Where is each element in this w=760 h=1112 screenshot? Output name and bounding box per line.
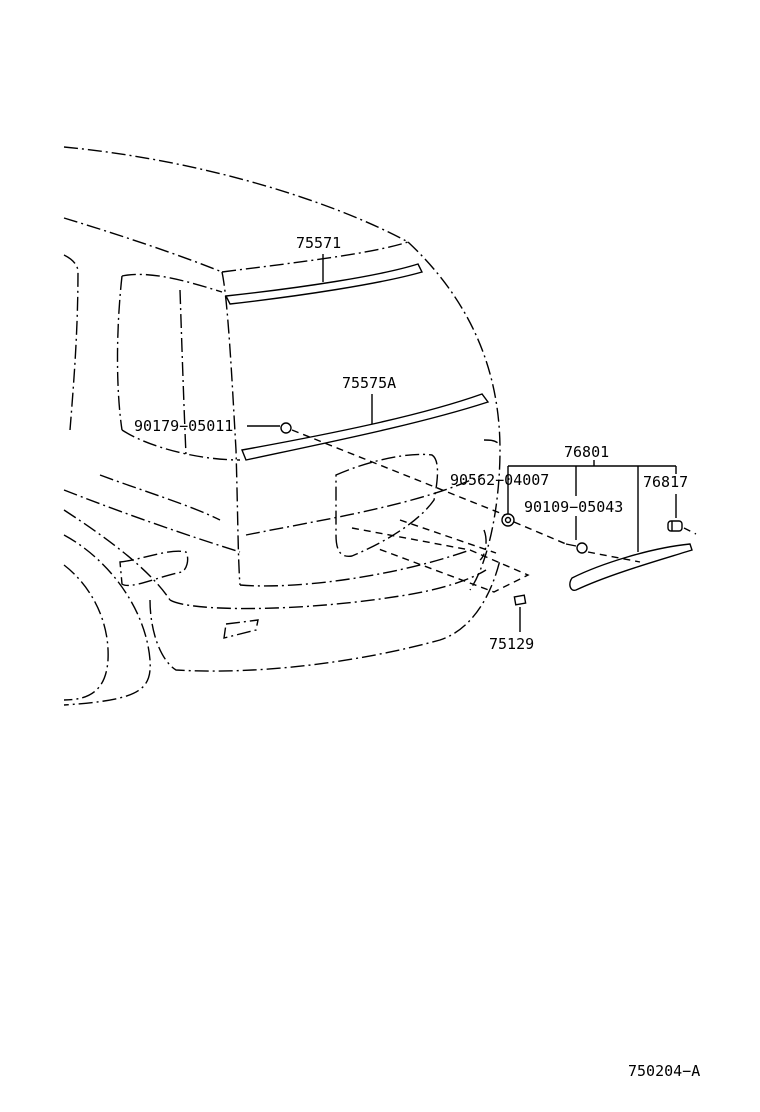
part-90109-05043-screw[interactable] (565, 542, 588, 554)
label-75129: 75129 (489, 635, 534, 653)
part-75129-pad[interactable] (513, 594, 527, 606)
part-90562-04007-grommet[interactable] (501, 513, 515, 527)
label-90179-05011: 90179−05011 (134, 417, 233, 435)
part-75575a-moulding[interactable] (241, 393, 490, 461)
part-76801-garnish[interactable] (569, 543, 693, 591)
leader-90179-05011 (247, 425, 506, 516)
label-76801: 76801 (564, 443, 609, 461)
vehicle-body (63, 146, 501, 706)
leader-76817 (675, 494, 697, 535)
label-75575a: 75575A (342, 374, 396, 392)
label-76817: 76817 (643, 473, 688, 491)
figure-code: 750204−A (628, 1062, 700, 1080)
label-75571: 75571 (296, 234, 341, 252)
part-75571-moulding[interactable] (224, 263, 424, 305)
label-90562-04007: 90562−04007 (450, 471, 549, 489)
label-90109-05043: 90109−05043 (524, 498, 623, 516)
dashed-lines-garnish (513, 521, 641, 563)
part-76817-clip[interactable] (667, 520, 683, 532)
part-90179-05011-nut[interactable] (280, 422, 292, 434)
leader-76801 (507, 460, 677, 552)
leader-75129 (351, 519, 530, 632)
